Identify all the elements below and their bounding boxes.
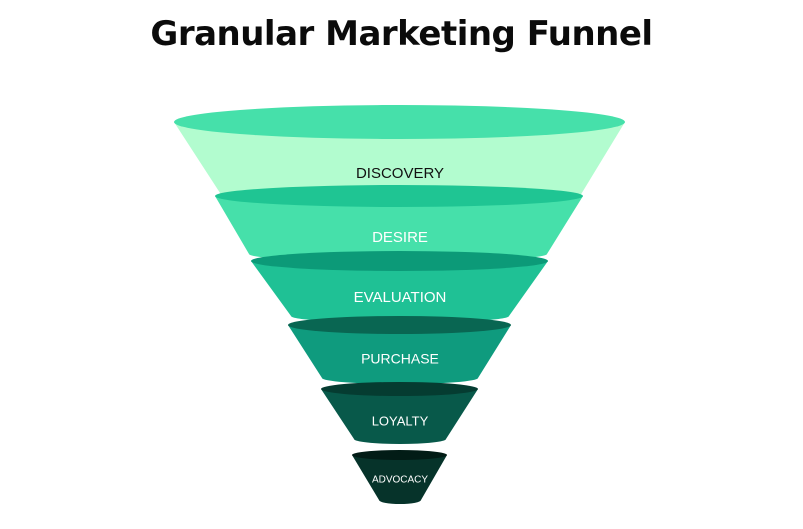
stage-label: DISCOVERY <box>356 165 444 182</box>
funnel-stage-loyalty: LOYALTY <box>321 382 478 444</box>
stage-label: LOYALTY <box>372 413 429 428</box>
stage-label: DESIRE <box>372 229 428 246</box>
stage-label: EVALUATION <box>354 289 447 306</box>
stage-body <box>352 455 447 504</box>
stage-body <box>215 196 583 262</box>
stage-body <box>174 122 625 206</box>
stage-body <box>288 325 511 384</box>
stage-label: ADVOCACY <box>372 475 428 486</box>
stage-body <box>251 261 548 323</box>
page-title: Granular Marketing Funnel <box>150 14 653 54</box>
funnel-stage-evaluation: EVALUATION <box>251 251 548 323</box>
stage-body <box>321 389 478 444</box>
funnel-stage-desire: DESIRE <box>215 185 583 262</box>
stage-top-ellipse <box>174 105 625 139</box>
funnel-stage-advocacy: ADVOCACY <box>352 450 447 504</box>
stage-top-ellipse <box>288 316 511 334</box>
stage-top-ellipse <box>321 382 478 396</box>
stage-top-ellipse <box>251 251 548 271</box>
funnel-stage-purchase: PURCHASE <box>288 316 511 384</box>
funnel-stage-discovery: DISCOVERY <box>174 105 625 206</box>
stage-top-ellipse <box>352 450 447 460</box>
stage-label: PURCHASE <box>361 351 439 367</box>
stage-top-ellipse <box>215 185 583 207</box>
